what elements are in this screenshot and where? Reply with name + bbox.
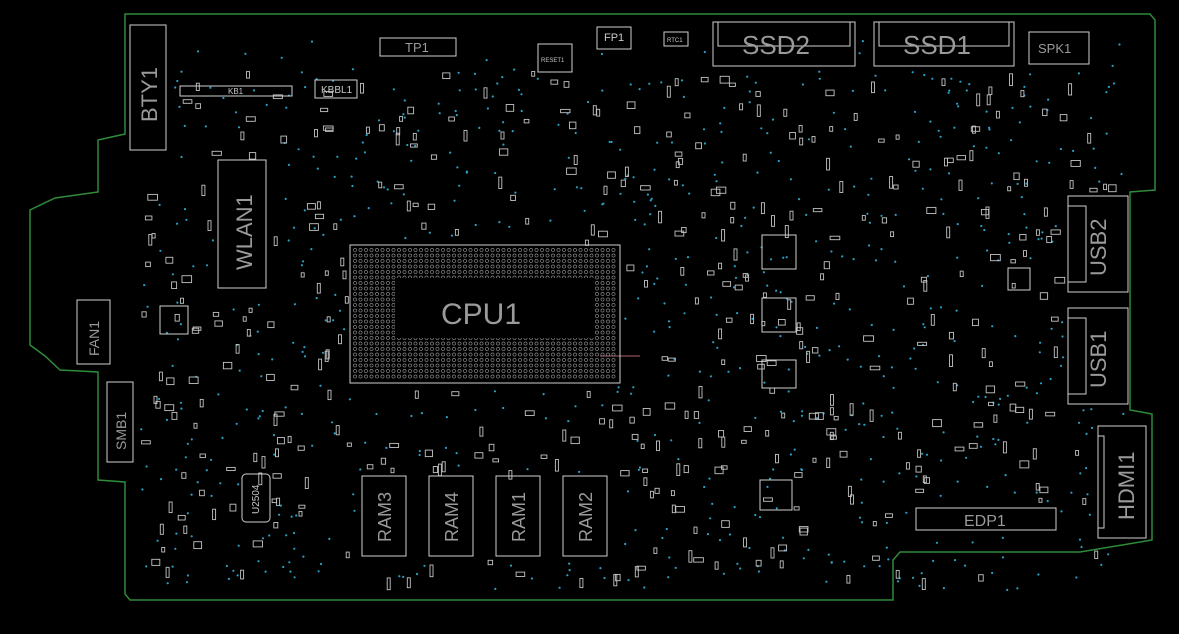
cpu1-package: CPU1 bbox=[349, 244, 621, 384]
hdmi1-connector: HDMI1 bbox=[1097, 425, 1147, 539]
u2504-label: U2504 bbox=[251, 484, 262, 514]
smb1-label: SMB1 bbox=[113, 412, 129, 450]
wlan1-label: WLAN1 bbox=[232, 194, 257, 270]
ram4-chip: RAM4 bbox=[428, 475, 474, 557]
u2504-chip: U2504 bbox=[241, 473, 271, 523]
ram3-chip: RAM3 bbox=[361, 475, 407, 557]
usb2-label: USB2 bbox=[1086, 219, 1111, 276]
ram4-label: RAM4 bbox=[442, 492, 462, 542]
rtc1-battery: RTC1 bbox=[663, 31, 689, 47]
ssd2-label: SSD2 bbox=[742, 30, 810, 60]
cpu1-label: CPU1 bbox=[441, 298, 521, 331]
fp1-connector: FP1 bbox=[596, 26, 632, 50]
hdmi1-label: HDMI1 bbox=[1114, 452, 1139, 520]
edp1-connector: EDP1 bbox=[915, 507, 1057, 531]
edp1-label: EDP1 bbox=[964, 513, 1006, 530]
spk1-connector: SPK1 bbox=[1028, 31, 1090, 65]
fp1-label: FP1 bbox=[604, 32, 624, 44]
reset1-switch: RESET1 bbox=[537, 43, 573, 73]
kbbl1-label: KBBL1 bbox=[321, 85, 353, 96]
bty1-label: BTY1 bbox=[137, 67, 162, 122]
bty1-connector: BTY1 bbox=[129, 24, 167, 151]
ssd2-connector: SSD2 bbox=[712, 21, 856, 67]
kb1-connector: KB1 bbox=[179, 85, 293, 97]
ram1-chip: RAM1 bbox=[495, 475, 541, 557]
tp1-label: TP1 bbox=[405, 40, 429, 55]
usb1-connector: USB1 bbox=[1067, 307, 1129, 405]
kb1-label: KB1 bbox=[228, 87, 244, 96]
board-outline bbox=[29, 13, 1156, 601]
fan1-label: FAN1 bbox=[86, 321, 102, 356]
fan1-connector: FAN1 bbox=[76, 299, 111, 365]
smd-parts-field bbox=[141, 71, 1117, 591]
smb1-connector: SMB1 bbox=[106, 381, 134, 463]
usb1-label: USB1 bbox=[1086, 331, 1111, 388]
power-ic-group bbox=[159, 234, 1031, 511]
kbbl1-connector: KBBL1 bbox=[314, 79, 358, 99]
ssd1-connector: SSD1 bbox=[873, 21, 1015, 67]
ram1-label: RAM1 bbox=[509, 492, 529, 542]
reset1-label: RESET1 bbox=[541, 58, 565, 64]
ram3-label: RAM3 bbox=[375, 492, 395, 542]
ssd1-label: SSD1 bbox=[903, 30, 971, 60]
tp1-connector: TP1 bbox=[379, 37, 457, 57]
ram2-chip: RAM2 bbox=[562, 475, 608, 557]
usb2-connector: USB2 bbox=[1067, 195, 1129, 293]
wlan1-module: WLAN1 bbox=[217, 159, 267, 289]
spk1-label: SPK1 bbox=[1038, 41, 1071, 56]
rtc1-label: RTC1 bbox=[667, 38, 683, 44]
ram2-label: RAM2 bbox=[576, 492, 596, 542]
